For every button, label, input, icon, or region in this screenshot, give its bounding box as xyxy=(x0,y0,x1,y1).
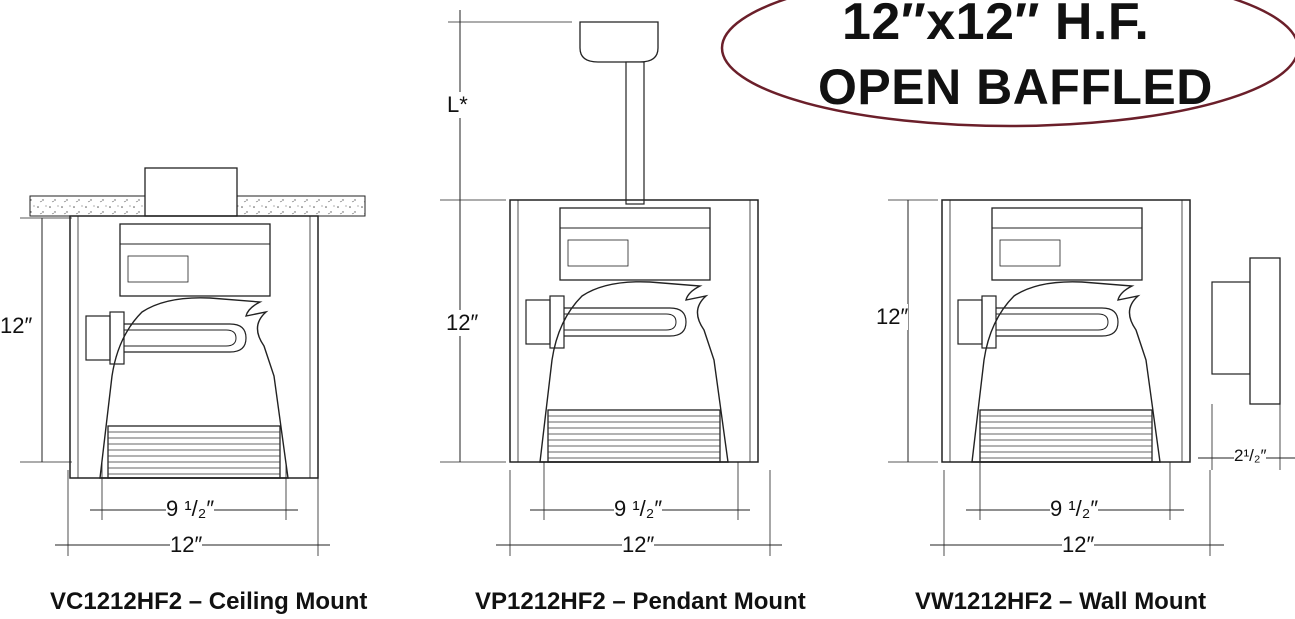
ceiling-outer-width-label: 12″ xyxy=(170,532,203,558)
wall-outer-width-label: 12″ xyxy=(1062,532,1095,558)
wall-mount-caption: VW1212HF2 – Wall Mount xyxy=(915,588,1207,615)
ceiling-mount-caption: VC1212HF2 – Ceiling Mount xyxy=(50,588,368,615)
ceiling-height-label: 12″ xyxy=(0,313,33,339)
pendant-mount-caption: VP1212HF2 – Pendant Mount xyxy=(475,588,806,615)
badge-outline xyxy=(720,0,1295,128)
pendant-outer-width-label: 12″ xyxy=(622,532,655,558)
pendant-mount-view xyxy=(440,10,782,556)
wall-depth-label: 2¹/₂″ xyxy=(1234,446,1267,466)
wall-mount-view xyxy=(888,199,1295,556)
badge-title-line2: OPEN BAFFLED xyxy=(818,59,1213,115)
ceiling-inner-width-label: 9 ¹/₂″ xyxy=(166,496,215,522)
wall-inner-width-label: 9 ¹/₂″ xyxy=(1050,496,1099,522)
pendant-height-label: 12″ xyxy=(446,310,479,336)
ceiling-mount-view xyxy=(20,167,366,556)
badge-title-line1: 12″x12″ H.F. xyxy=(842,0,1150,51)
pendant-stem-label: L* xyxy=(447,92,468,118)
wall-height-label: 12″ xyxy=(876,304,909,330)
pendant-inner-width-label: 9 ¹/₂″ xyxy=(614,496,663,522)
